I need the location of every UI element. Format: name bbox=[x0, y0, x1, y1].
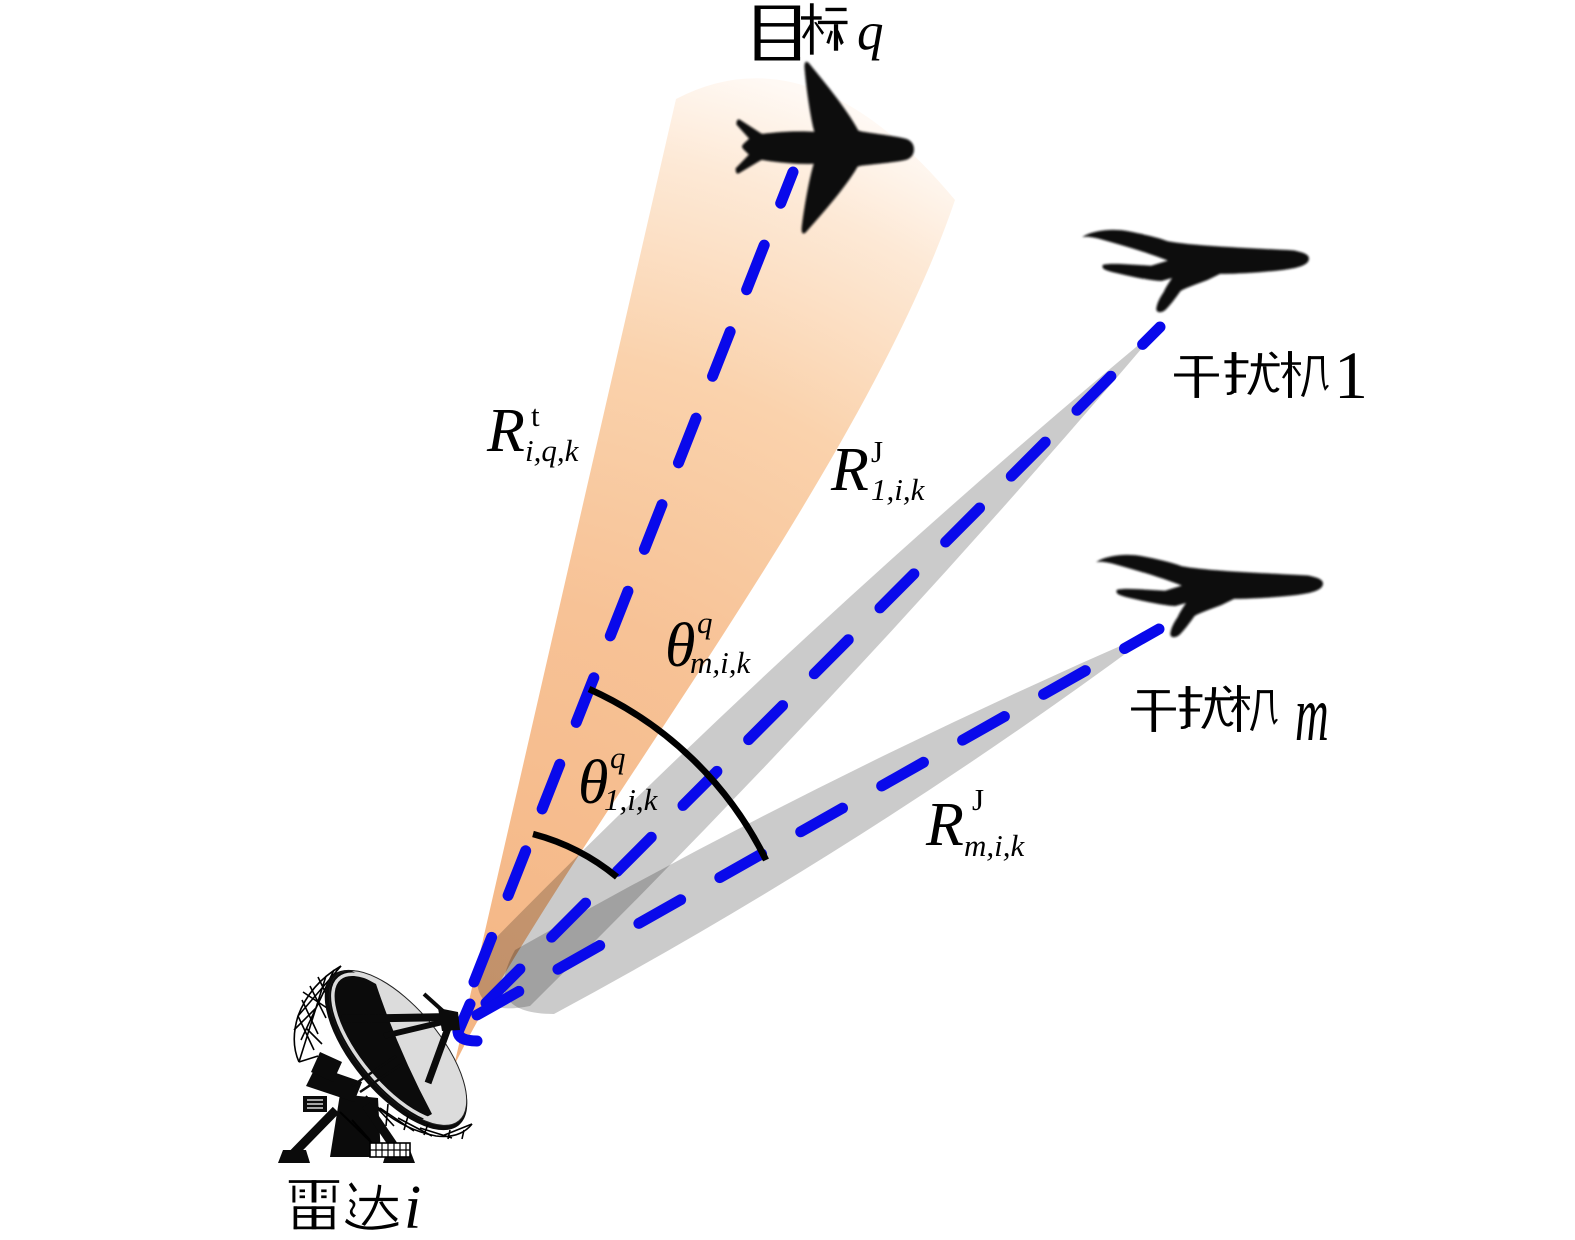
svg-text:m,i,k: m,i,k bbox=[690, 645, 752, 680]
svg-text:1,i,k: 1,i,k bbox=[871, 472, 926, 507]
svg-text:θ: θ bbox=[578, 749, 608, 817]
svg-text:J: J bbox=[871, 434, 883, 469]
svg-text:R: R bbox=[925, 791, 964, 859]
svg-text:i,q,k: i,q,k bbox=[525, 433, 580, 468]
svg-text:i: i bbox=[404, 1174, 421, 1240]
svg-text:R: R bbox=[486, 397, 525, 465]
svg-text:m,i,k: m,i,k bbox=[964, 828, 1026, 863]
svg-text:m: m bbox=[1295, 671, 1329, 757]
svg-text:q: q bbox=[610, 740, 626, 775]
svg-text:t: t bbox=[531, 398, 540, 433]
svg-text:1: 1 bbox=[1334, 337, 1368, 413]
svg-text:R: R bbox=[830, 436, 869, 504]
svg-text:q: q bbox=[857, 3, 884, 61]
svg-text:J: J bbox=[972, 782, 984, 817]
svg-text:θ: θ bbox=[665, 612, 695, 680]
svg-text:1,i,k: 1,i,k bbox=[604, 782, 659, 817]
svg-text:q: q bbox=[697, 605, 713, 640]
